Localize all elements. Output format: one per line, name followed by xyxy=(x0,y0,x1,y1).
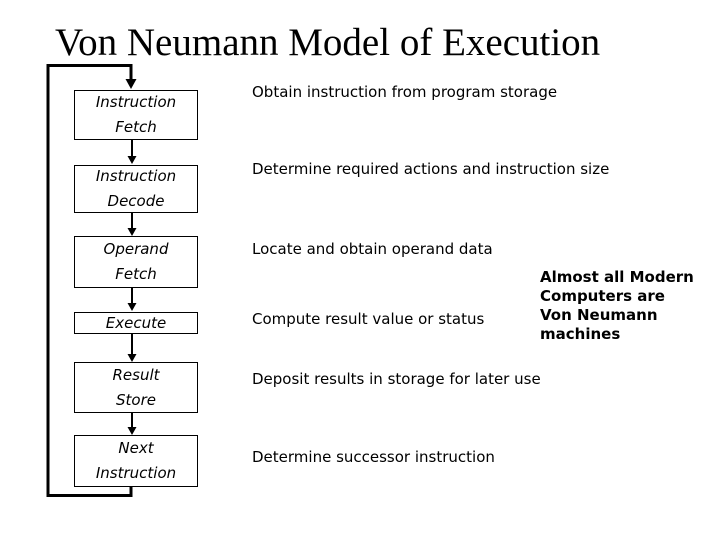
box-label-line: Store xyxy=(116,390,156,409)
desc-determine-successor: Determine successor instruction xyxy=(252,448,495,466)
loop-arrow-line xyxy=(46,64,133,497)
box-label-line: Fetch xyxy=(115,265,157,283)
desc-obtain-instruction: Obtain instruction from program storage xyxy=(252,83,558,101)
flow-box-execute: Execute xyxy=(74,312,198,334)
down-arrowhead-2-icon xyxy=(127,228,137,236)
note-line: machines xyxy=(540,325,621,343)
von-neumann-note: Almost all Modern Computers are Von Neum… xyxy=(540,268,694,344)
box-label-line: Instruction xyxy=(95,93,177,111)
down-arrowhead-1-icon xyxy=(127,156,137,164)
box-label-line: Decode xyxy=(107,192,165,210)
flow-box-instruction-decode: Instruction Decode xyxy=(74,165,198,213)
slide-title: Von Neumann Model of Execution xyxy=(55,21,601,64)
box-label-line: Execute xyxy=(105,313,167,332)
flow-box-next-instruction: Next Instruction xyxy=(74,435,198,487)
note-line: Almost all Modern xyxy=(540,268,694,286)
loop-arrowhead-icon xyxy=(125,79,137,89)
box-label-line: Operand xyxy=(103,240,169,258)
flow-box-result-store: Result Store xyxy=(74,362,198,413)
desc-compute-result: Compute result value or status xyxy=(252,310,485,328)
note-line: Computers are xyxy=(540,287,665,305)
desc-deposit-results: Deposit results in storage for later use xyxy=(252,370,541,388)
desc-determine-actions: Determine required actions and instructi… xyxy=(252,160,610,178)
down-arrowhead-3-icon xyxy=(127,303,137,311)
box-label-line: Result xyxy=(112,365,160,384)
flow-box-instruction-fetch: Instruction Fetch xyxy=(74,90,198,140)
down-arrowhead-5-icon xyxy=(127,427,137,435)
down-arrowhead-4-icon xyxy=(127,354,137,362)
box-label-line: Fetch xyxy=(115,118,157,136)
box-label-line: Next xyxy=(118,439,154,457)
box-label-line: Instruction xyxy=(95,167,177,185)
box-label-line: Instruction xyxy=(95,464,177,482)
flow-box-operand-fetch: Operand Fetch xyxy=(74,236,198,288)
desc-locate-operand: Locate and obtain operand data xyxy=(252,240,493,258)
note-line: Von Neumann xyxy=(540,306,658,324)
